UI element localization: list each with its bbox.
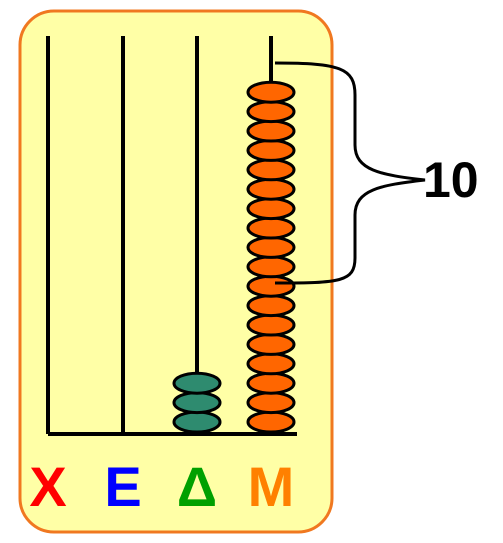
bead xyxy=(174,393,220,413)
place-label-1: Χ xyxy=(29,455,66,518)
place-label-4: Μ xyxy=(248,455,295,518)
bead xyxy=(248,257,294,277)
bead xyxy=(174,373,220,393)
bead xyxy=(248,237,294,257)
bead xyxy=(248,393,294,413)
place-label-2: Ε xyxy=(104,455,141,518)
bead xyxy=(248,276,294,296)
bead xyxy=(248,140,294,160)
bead xyxy=(248,218,294,238)
bead xyxy=(248,121,294,141)
place-label-3: Δ xyxy=(177,455,217,518)
bead xyxy=(248,199,294,219)
bead xyxy=(248,412,294,432)
bead xyxy=(248,179,294,199)
group-count-label: 10 xyxy=(423,152,479,208)
bead xyxy=(248,334,294,354)
bead xyxy=(248,373,294,393)
bead xyxy=(174,412,220,432)
bead xyxy=(248,102,294,122)
bead xyxy=(248,296,294,316)
bead xyxy=(248,354,294,374)
bead xyxy=(248,82,294,102)
bead xyxy=(248,160,294,180)
bead xyxy=(248,315,294,335)
